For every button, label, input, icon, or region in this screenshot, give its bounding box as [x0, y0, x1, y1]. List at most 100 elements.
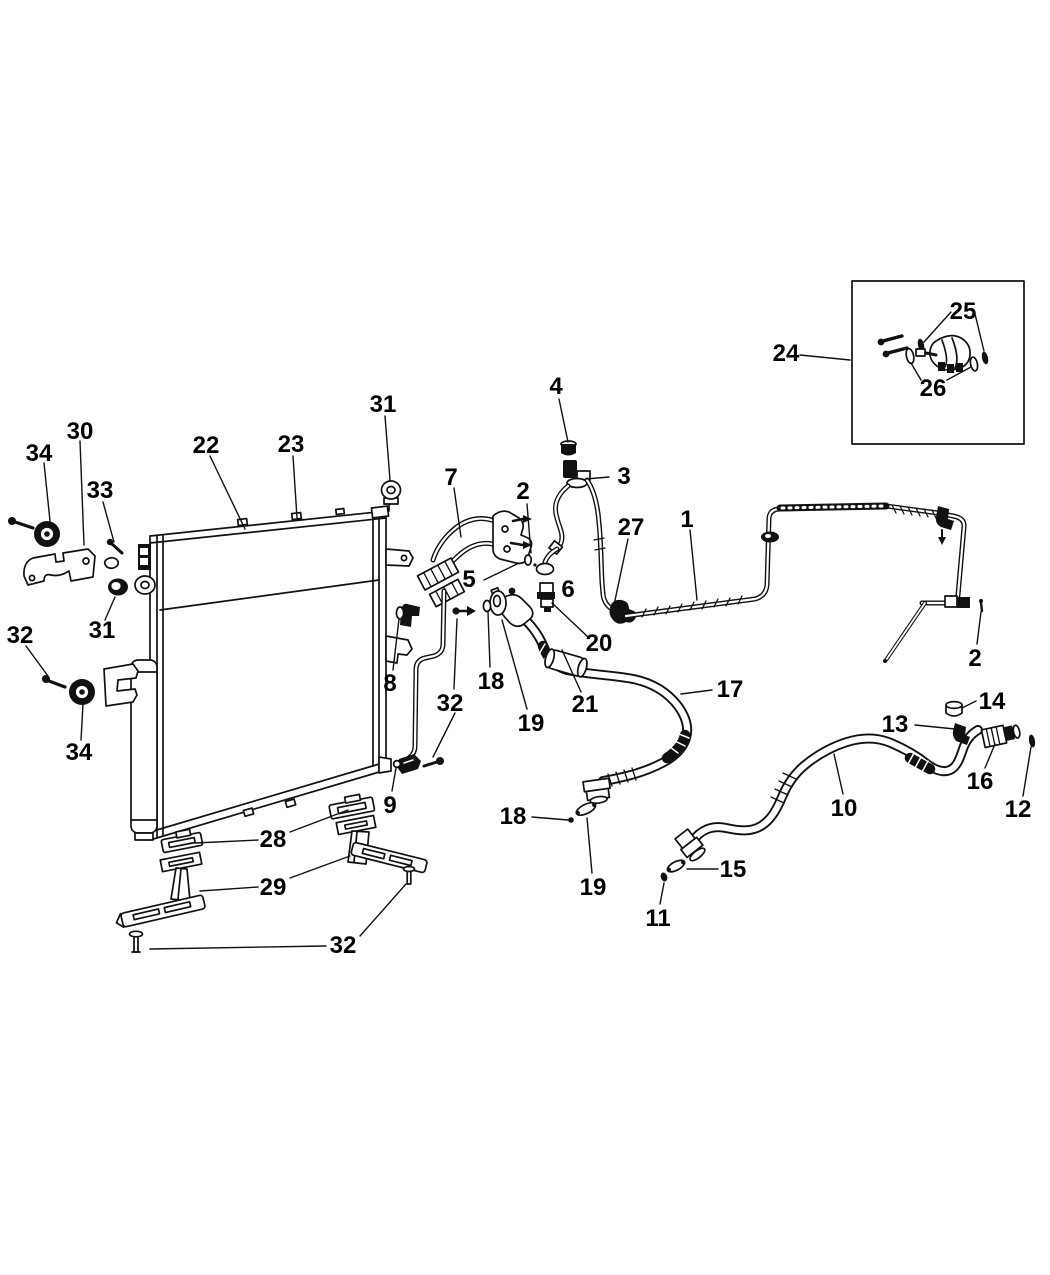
callout-12: 12: [1005, 796, 1032, 823]
grommet-34-upper: [34, 521, 60, 547]
hose-10-assembly: [660, 700, 1036, 882]
hose-17-crimp-lower: [661, 729, 691, 764]
expansion-valve-body: [915, 334, 971, 373]
callout-26: 26: [920, 375, 947, 402]
screw-32-top-left: [8, 517, 35, 530]
o-ring-18-lower: [568, 817, 574, 823]
callout-4: 4: [549, 373, 563, 400]
callout-8: 8: [383, 670, 396, 697]
callout-31-top: 31: [370, 391, 397, 418]
tube-8-end-fitting: [397, 754, 421, 774]
tube-8-assembly: [392, 588, 476, 774]
callout-16: 16: [967, 768, 994, 795]
condenser-top-tab: [334, 507, 346, 516]
callout-5: 5: [462, 566, 475, 593]
callout-32-left: 32: [7, 622, 34, 649]
callout-18-upper: 18: [478, 668, 505, 695]
valve-mounting-bolts: [877, 334, 909, 358]
manifold-block-5: [492, 510, 533, 565]
receiver-drier: [130, 659, 158, 841]
callout-17: 17: [717, 676, 744, 703]
condenser-side-block: [138, 544, 151, 570]
line-7-coupling-upper: [416, 557, 460, 591]
grommet-34-lower: [69, 679, 95, 705]
callout-7: 7: [444, 464, 457, 491]
hose-10-crimp: [904, 752, 936, 775]
flange-fitting-19-upper: [489, 586, 507, 616]
callout-34-upper: 34: [26, 440, 53, 467]
sensor-20: [537, 582, 555, 612]
seal-25-left: [917, 338, 925, 352]
callout-14: 14: [979, 688, 1006, 715]
gasket-15: [666, 859, 686, 873]
lower-mounts: [115, 793, 428, 953]
callout-labels: 34 30 33 31 32 34 22 23 31 7 2 4 3 27 1 …: [7, 298, 1032, 959]
bracket-29-left: [115, 851, 206, 929]
callout-30: 30: [67, 418, 94, 445]
callout-10: 10: [831, 795, 858, 822]
condenser-core-divider: [159, 579, 380, 611]
screw-32-left-lower: [42, 675, 67, 689]
screw-32-bottom-right: [402, 865, 416, 885]
screw-32-mid-lower: [422, 757, 444, 768]
condenser-bottom-tab: [284, 798, 297, 809]
gasket-19-lower: [575, 801, 597, 817]
callout-11: 11: [645, 905, 670, 932]
seal-25-right: [981, 351, 989, 365]
callout-19-upper: 19: [518, 710, 545, 737]
service-port-3: [563, 460, 577, 478]
line-1-assembly: [623, 502, 984, 663]
bolt-33: [103, 538, 124, 570]
hose-17-assembly: [482, 586, 693, 823]
nut-31-left: [108, 578, 128, 596]
clamp-on-line-1: [761, 531, 779, 543]
callout-2-mid: 2: [516, 478, 529, 505]
callout-20: 20: [586, 630, 613, 657]
hose-17-end-fitting: [582, 777, 612, 805]
pin-2-right: [979, 599, 984, 613]
condenser-left-port: [134, 575, 156, 595]
callout-29: 29: [260, 874, 287, 901]
fitting-16: [980, 724, 1021, 749]
callout-15: 15: [720, 856, 747, 883]
clip-13: [952, 723, 970, 745]
line-1-end-fitting: [944, 595, 970, 608]
isolator-28-left: [160, 828, 204, 854]
leader-lines: [25, 311, 1032, 950]
callout-21: 21: [572, 691, 599, 718]
hose-10-end-fitting-left: [674, 828, 706, 862]
callout-32-mid: 32: [437, 690, 464, 717]
clip-33: [103, 556, 120, 570]
condenser-right-tab-lower: [385, 635, 413, 664]
bolt-32-mid: [452, 606, 476, 616]
condenser-fitting-31-top: [380, 480, 402, 512]
callout-31-left: 31: [89, 617, 116, 644]
o-ring-9: [392, 759, 402, 769]
callout-34-lower: 34: [66, 739, 93, 766]
screw-32-bottom-left: [128, 930, 144, 953]
callout-33: 33: [87, 477, 114, 504]
callout-3: 3: [617, 463, 630, 490]
o-ring-12: [1028, 734, 1036, 748]
callout-25: 25: [950, 298, 977, 325]
condenser-bottom-tab: [242, 807, 255, 818]
hose-17-manifold: [500, 587, 534, 628]
o-ring-26-right: [969, 356, 979, 372]
joint-6: [535, 539, 564, 576]
callout-18-lower: 18: [500, 803, 527, 830]
clip-on-line-1: [935, 506, 954, 545]
o-ring-8: [395, 606, 405, 620]
hose-17-muffler: [544, 648, 588, 678]
elbow-fitting: [400, 603, 420, 627]
callout-19-lower: 19: [580, 874, 607, 901]
line-7-assembly: [416, 510, 533, 608]
callout-27: 27: [618, 514, 645, 541]
callout-24: 24: [773, 340, 800, 367]
callout-22: 22: [193, 432, 220, 459]
bracket-29-right: [335, 814, 428, 874]
condenser-right-tab-upper: [385, 548, 414, 567]
receiver-bracket: [103, 663, 139, 707]
tube-3-assembly: [523, 440, 637, 624]
